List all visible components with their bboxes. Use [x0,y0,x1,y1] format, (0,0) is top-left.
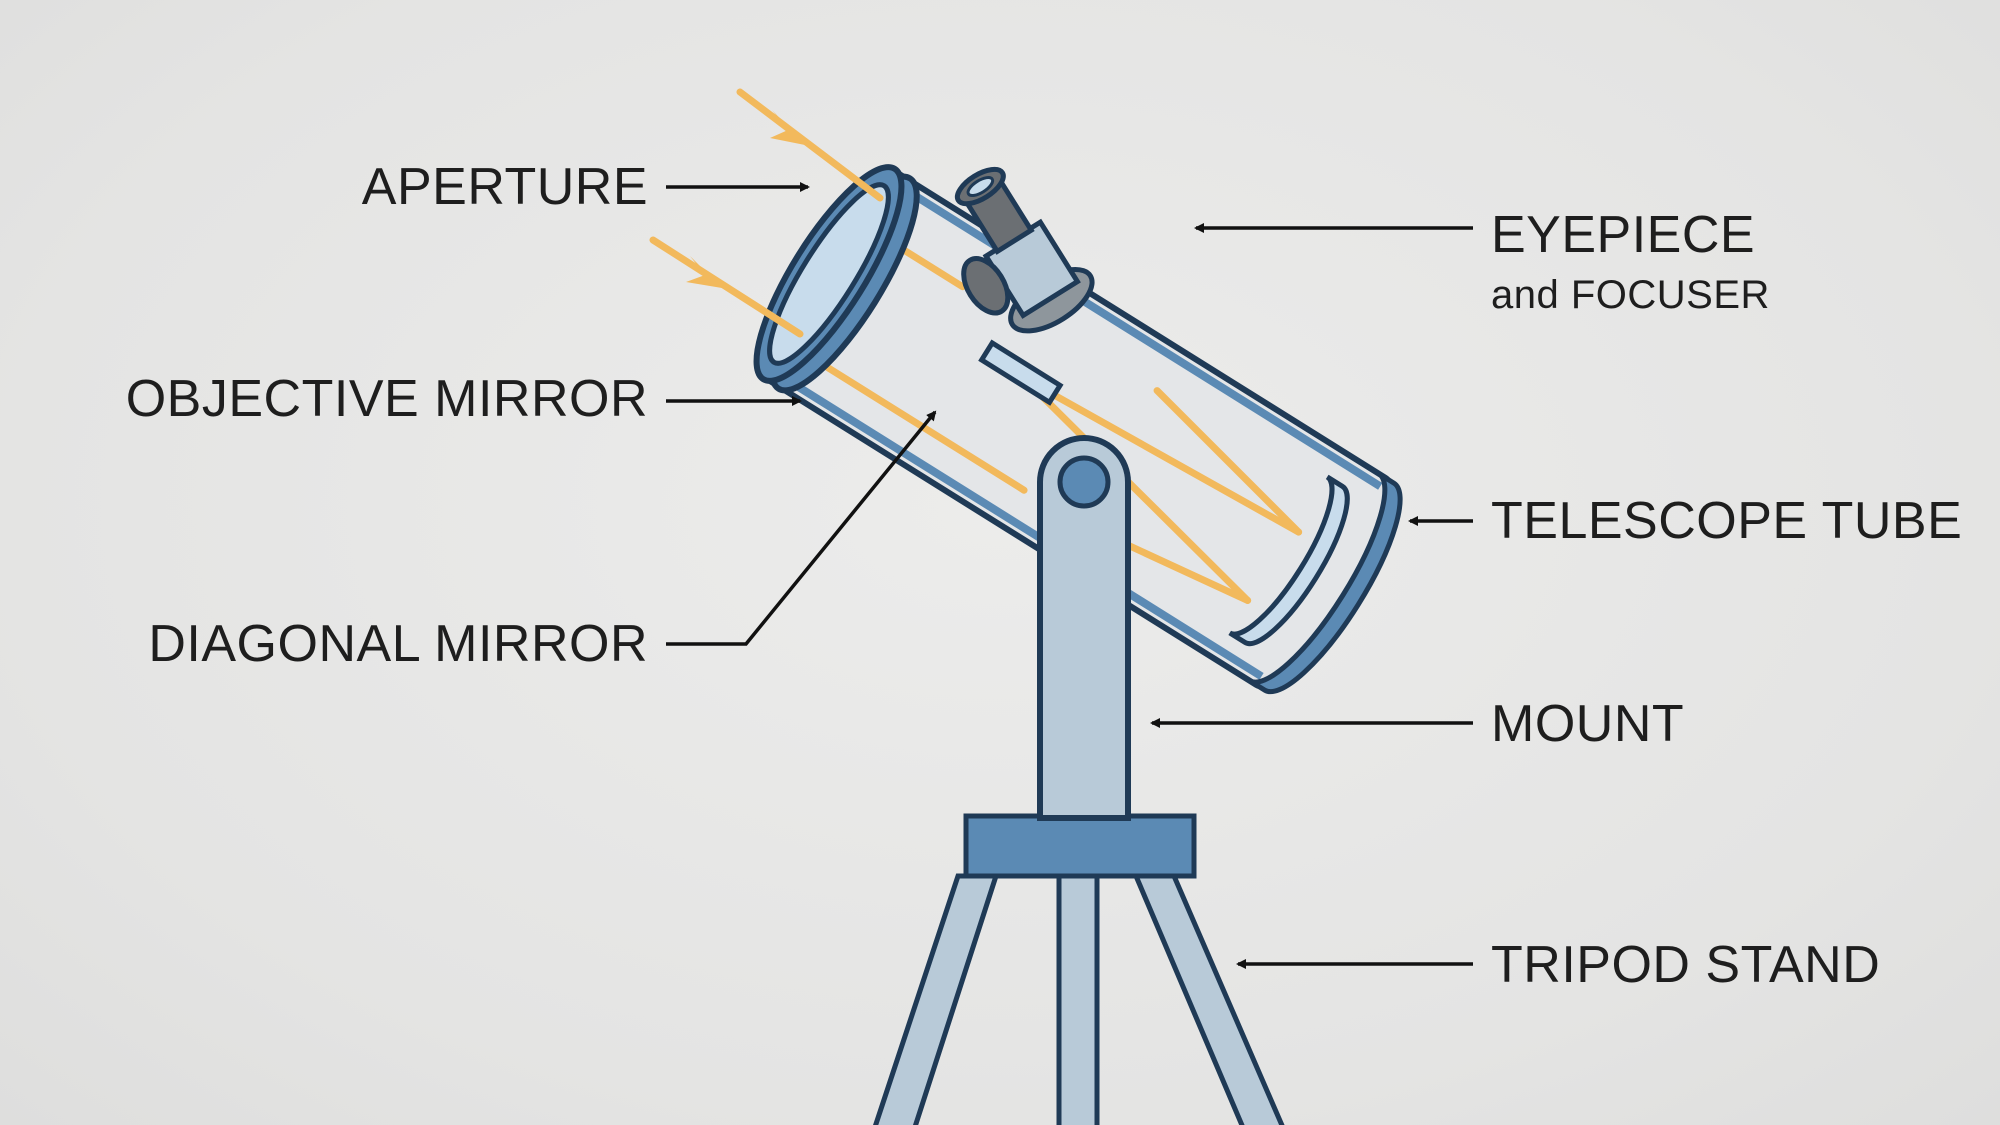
leader-lines [666,182,1473,969]
label-tripod-stand: TRIPOD STAND [1491,936,1881,994]
label-eyepiece-subtitle: and FOCUSER [1491,273,1770,317]
incoming-light-rays [649,88,884,338]
telescope-tube [753,164,1403,695]
ray-arrow-icon [770,110,805,145]
eyepiece-focuser [954,166,1095,334]
mount [1037,435,1131,821]
tripod-stand [873,873,1285,1125]
mount-platform [963,813,1197,879]
label-objective-mirror: OBJECTIVE MIRROR [125,370,648,428]
diagonal-mirror [978,339,1064,406]
label-eyepiece: EYEPIECE and FOCUSER [1491,209,1770,315]
objective-mirror [1228,474,1350,647]
label-eyepiece-title: EYEPIECE [1491,206,1756,264]
label-mount: MOUNT [1491,695,1685,753]
label-diagonal-mirror: DIAGONAL MIRROR [148,615,648,673]
ray-arrow-icon [686,256,722,288]
label-aperture: APERTURE [361,158,648,216]
label-telescope-tube: TELESCOPE TUBE [1491,492,1963,550]
